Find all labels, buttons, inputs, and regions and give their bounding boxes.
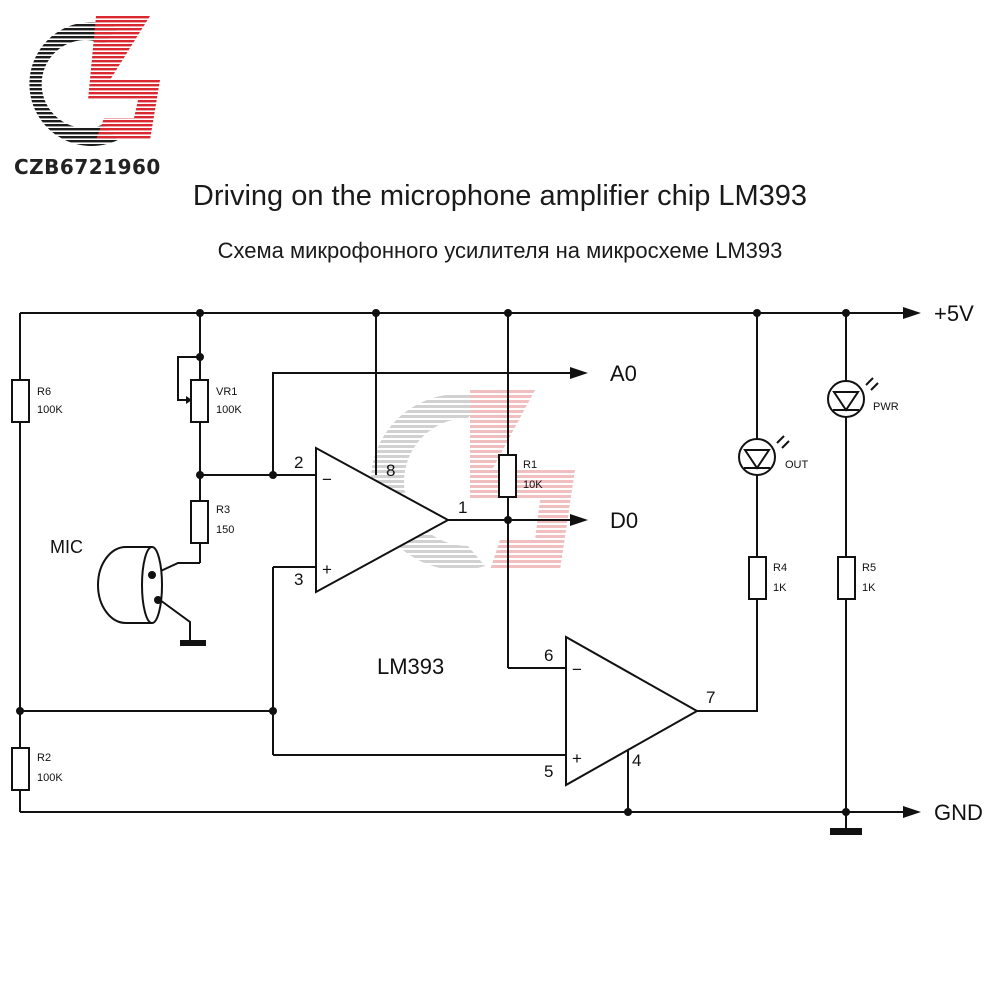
resistor-r4: R4 1K bbox=[748, 556, 787, 600]
signal-gnd-label: GND bbox=[934, 800, 983, 825]
svg-text:OUT: OUT bbox=[785, 459, 809, 471]
svg-text:PWR: PWR bbox=[873, 401, 899, 413]
gnd-arrow-icon bbox=[903, 806, 921, 818]
svg-text:R6: R6 bbox=[37, 386, 51, 398]
potentiometer-vr1: VR1 100K bbox=[186, 379, 242, 423]
d0-arrow-icon bbox=[570, 514, 588, 526]
svg-text:3: 3 bbox=[294, 570, 303, 589]
arrow-heads bbox=[570, 307, 921, 818]
ground-icon bbox=[830, 828, 862, 835]
svg-text:MIC: MIC bbox=[50, 537, 83, 557]
svg-text:100K: 100K bbox=[216, 404, 242, 416]
comparator-a: − + 2 3 8 1 bbox=[294, 446, 467, 594]
svg-text:+: + bbox=[572, 749, 582, 768]
svg-text:R2: R2 bbox=[37, 752, 51, 764]
brand-logo: CZB6721960 bbox=[14, 16, 161, 179]
vcc-arrow-icon bbox=[903, 307, 921, 319]
svg-text:R1: R1 bbox=[523, 459, 537, 471]
svg-text:6: 6 bbox=[544, 646, 553, 665]
svg-text:2: 2 bbox=[294, 453, 303, 472]
microphone: MIC bbox=[50, 537, 163, 624]
page-title: Driving on the microphone amplifier chip… bbox=[192, 180, 808, 212]
a0-arrow-icon bbox=[570, 367, 588, 379]
resistor-r1: R1 10K bbox=[498, 454, 543, 498]
comparator-b: − + 6 5 4 7 bbox=[544, 635, 715, 787]
svg-text:150: 150 bbox=[216, 524, 234, 536]
svg-text:R4: R4 bbox=[773, 562, 787, 574]
wires bbox=[19, 312, 905, 828]
signal-a0-label: A0 bbox=[610, 361, 637, 386]
mic-ground-icon bbox=[180, 640, 206, 646]
junctions bbox=[16, 309, 850, 816]
svg-text:−: − bbox=[322, 470, 332, 489]
svg-text:VR1: VR1 bbox=[216, 386, 237, 398]
svg-text:5: 5 bbox=[544, 762, 553, 781]
resistor-r3: R3 150 bbox=[190, 500, 234, 544]
svg-text:7: 7 bbox=[706, 688, 715, 707]
svg-text:1K: 1K bbox=[773, 582, 787, 594]
svg-text:−: − bbox=[572, 660, 582, 679]
svg-text:R5: R5 bbox=[862, 562, 876, 574]
signal-vcc-label: +5V bbox=[934, 301, 974, 326]
svg-text:8: 8 bbox=[386, 461, 395, 480]
led-pwr: PWR bbox=[827, 377, 899, 418]
resistor-r5: R5 1K bbox=[837, 556, 876, 600]
svg-text:4: 4 bbox=[632, 751, 641, 770]
svg-text:10K: 10K bbox=[523, 479, 543, 491]
svg-text:R3: R3 bbox=[216, 504, 230, 516]
ic-label: LM393 bbox=[377, 654, 444, 679]
signal-d0-label: D0 bbox=[610, 508, 638, 533]
svg-text:1: 1 bbox=[458, 498, 467, 517]
svg-text:100K: 100K bbox=[37, 404, 63, 416]
page-subtitle: Схема микрофонного усилителя на микросхе… bbox=[217, 238, 783, 263]
svg-text:100K: 100K bbox=[37, 772, 63, 784]
resistor-r2: R2 100K bbox=[11, 747, 63, 791]
led-out: OUT bbox=[738, 435, 809, 476]
svg-text:1K: 1K bbox=[862, 582, 876, 594]
resistor-r6: R6 100K bbox=[11, 379, 63, 423]
svg-text:+: + bbox=[322, 560, 332, 579]
brand-text: CZB6721960 bbox=[14, 155, 161, 179]
